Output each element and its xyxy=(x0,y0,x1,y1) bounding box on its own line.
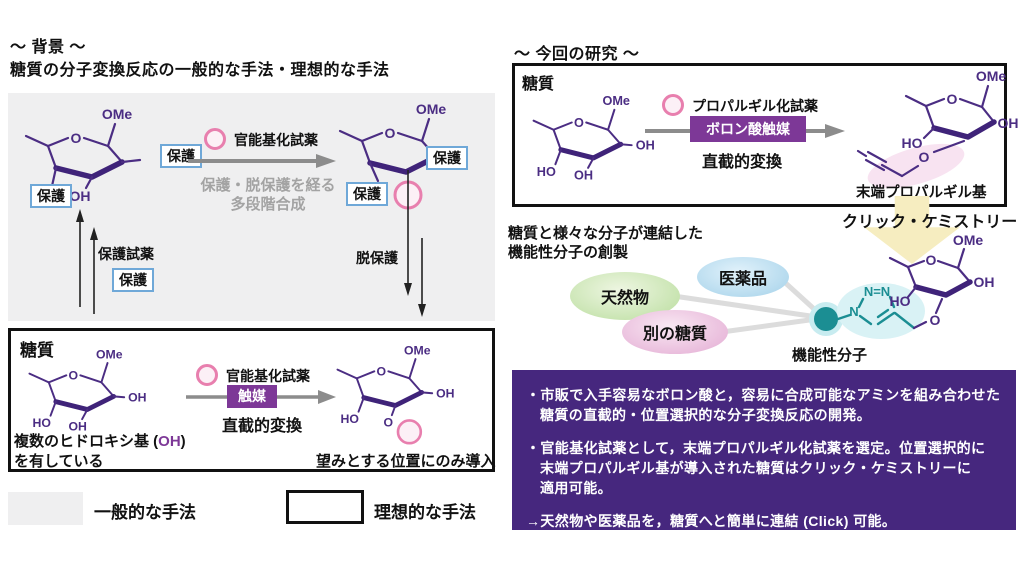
functional-intro-line1: 糖質と様々な分子が連結した xyxy=(508,225,704,242)
ring-oxygen-label: O xyxy=(947,91,958,107)
oh-label: OH xyxy=(128,391,147,405)
oh-label: OH xyxy=(436,387,455,401)
hydroxy-note-oh: OH xyxy=(158,433,181,450)
summary-conclusion: →天然物や医薬品を，糖質へと簡単に連結 (Click) 可能。 xyxy=(526,513,897,529)
sugar-molecule-selective-product: O OMe OH HO O xyxy=(336,344,455,445)
nn-label: N=N xyxy=(864,284,890,299)
propargylation-reagent-label: プロパルギル化試薬 xyxy=(692,98,818,114)
summary-bullet2-line3: 適用可能。 xyxy=(540,480,612,496)
study-heading: ～ 今回の研究 ～ xyxy=(514,46,640,63)
multistep-note-line1: 保護・脱保護を経る xyxy=(200,177,336,194)
protect-box: 保護 xyxy=(30,184,72,208)
hydroxy-note-post: ) xyxy=(180,433,186,450)
boronic-acid-catalyst-box: ボロン酸触媒 xyxy=(690,116,806,142)
reagent-circle-icon xyxy=(662,94,684,116)
ho-label: HO xyxy=(902,135,923,151)
reaction-arrow xyxy=(188,154,336,168)
hydroxy-note-line2: を有している xyxy=(14,453,104,470)
functional-molecule-label: 機能性分子 xyxy=(792,347,868,364)
ome-label: OMe xyxy=(953,235,984,248)
summary-box: ・市販で入手容易なボロン酸と，容易に合成可能なアミンを組み合わせた 糖質の直截的… xyxy=(512,370,1016,530)
legend-ideal-swatch xyxy=(286,490,364,524)
ho-label: HO xyxy=(537,165,556,179)
reagent-circle-icon xyxy=(196,364,218,386)
exo-oxygen-label: O xyxy=(919,149,930,165)
oh-label: OH xyxy=(574,169,593,183)
deprotection-down-arrows xyxy=(404,170,426,317)
exo-oxygen-label: O xyxy=(384,416,394,430)
sugar-molecule-propargyl-product: O OMe OH HO O xyxy=(856,68,1019,189)
ome-label: OMe xyxy=(416,101,447,117)
deprotection-label: 脱保護 xyxy=(356,250,398,266)
ome-label: OMe xyxy=(602,94,630,108)
oh-label: OH xyxy=(974,274,995,290)
other-sugar-label: 別の糖質 xyxy=(642,326,707,343)
summary-bullet1-line2: 糖質の直截的・位置選択的な分子変換反応の開発。 xyxy=(540,407,872,423)
functional-intro-line2: 機能性分子の創製 xyxy=(508,244,629,261)
exo-oxygen-label: O xyxy=(930,312,941,328)
ring-oxygen-label: O xyxy=(574,116,584,130)
functionalization-reagent-label: 官能基化試薬 xyxy=(234,132,318,148)
summary-spacer xyxy=(526,425,1002,438)
oh-label: OH xyxy=(636,139,655,153)
ho-label: HO xyxy=(890,293,911,309)
ring-oxygen-label: O xyxy=(69,369,79,383)
desired-position-note: 望みとする位置にのみ導入 xyxy=(316,453,496,470)
natural-product-label: 天然物 xyxy=(600,290,649,307)
sugar-molecule-protected-start: O OMe OH xyxy=(24,106,142,204)
protect-box: 保護 xyxy=(112,268,154,292)
ho-label: HO xyxy=(33,416,52,430)
ring-oxygen-label: O xyxy=(385,125,396,141)
summary-bullet1-line1: ・市販で入手容易なボロン酸と，容易に合成可能なアミンを組み合わせた xyxy=(526,387,1001,403)
background-heading-line2: 糖質の分子変換反応の一般的な手法・理想的な手法 xyxy=(10,62,390,79)
n-label: N xyxy=(849,304,858,319)
ome-label: OMe xyxy=(102,106,133,122)
protection-reagent-label: 保護試薬 xyxy=(98,246,154,262)
legend-ideal-label: 理想的な手法 xyxy=(374,503,476,522)
hydroxy-note-pre: 複数のヒドロキシ基 ( xyxy=(14,433,159,450)
protection-up-arrows xyxy=(76,209,98,314)
other-sugar-bubble: 別の糖質 xyxy=(622,310,728,354)
ho-label: HO xyxy=(341,412,360,426)
functional-group-circle-icon xyxy=(396,419,423,445)
ring-oxygen-label: O xyxy=(377,365,387,379)
direct-transformation-label: 直截的変換 xyxy=(702,154,783,171)
functionalization-reagent-label: 官能基化試薬 xyxy=(226,368,310,384)
triazole-glow xyxy=(837,283,925,339)
legend-general-label: 一般的な手法 xyxy=(94,503,196,522)
ring-oxygen-label: O xyxy=(71,130,82,146)
ring-oxygen-label: O xyxy=(926,252,937,268)
summary-bullet2-line1: ・官能基化試薬として，末端プロパルギル化試薬を選定。位置選択的に xyxy=(526,440,986,456)
oh-label: OH xyxy=(998,115,1019,131)
hydroxy-note-line1: 複数のヒドロキシ基 (OH) xyxy=(14,430,186,451)
catalyst-box: 触媒 xyxy=(227,385,277,408)
reagent-circle-icon xyxy=(204,128,226,150)
ome-label: OMe xyxy=(96,348,123,362)
legend-general-swatch xyxy=(8,492,83,525)
sugar-molecule-free: O OMe OH OH HO xyxy=(28,348,147,434)
sugar-title: 糖質 xyxy=(20,341,54,360)
direct-transformation-label: 直截的変換 xyxy=(222,418,303,435)
functional-molecule-structure: N=N N O O OMe OH HO xyxy=(809,235,995,339)
functional-node-icon xyxy=(814,307,838,331)
terminal-propargyl-label: 末端プロパルギル基 xyxy=(856,185,987,201)
multistep-note-line2: 多段階合成 xyxy=(230,196,306,213)
protect-box: 保護 xyxy=(160,144,202,168)
ome-label: OMe xyxy=(976,68,1007,84)
protect-box: 保護 xyxy=(346,182,388,206)
sugar-molecule-free-study: O OMe OH OH HO xyxy=(532,94,655,183)
natural-product-bubble: 天然物 xyxy=(570,272,680,320)
study-reaction-box xyxy=(512,63,1007,207)
click-chemistry-label: クリック・ケミストリー xyxy=(842,214,1018,231)
oh-label: OH xyxy=(69,420,88,434)
summary-bullet2-line2: 末端プロパルギル基が導入された糖質はクリック・ケミストリーに xyxy=(540,460,972,476)
protect-box: 保護 xyxy=(426,146,468,170)
summary-spacer xyxy=(526,498,1002,511)
sugar-title: 糖質 xyxy=(522,76,555,93)
drug-label: 医薬品 xyxy=(718,271,767,288)
background-heading-line1: ～ 背景 ～ xyxy=(10,39,86,56)
ome-label: OMe xyxy=(404,344,431,358)
drug-bubble: 医薬品 xyxy=(697,257,789,297)
oh-label: OH xyxy=(70,188,91,204)
